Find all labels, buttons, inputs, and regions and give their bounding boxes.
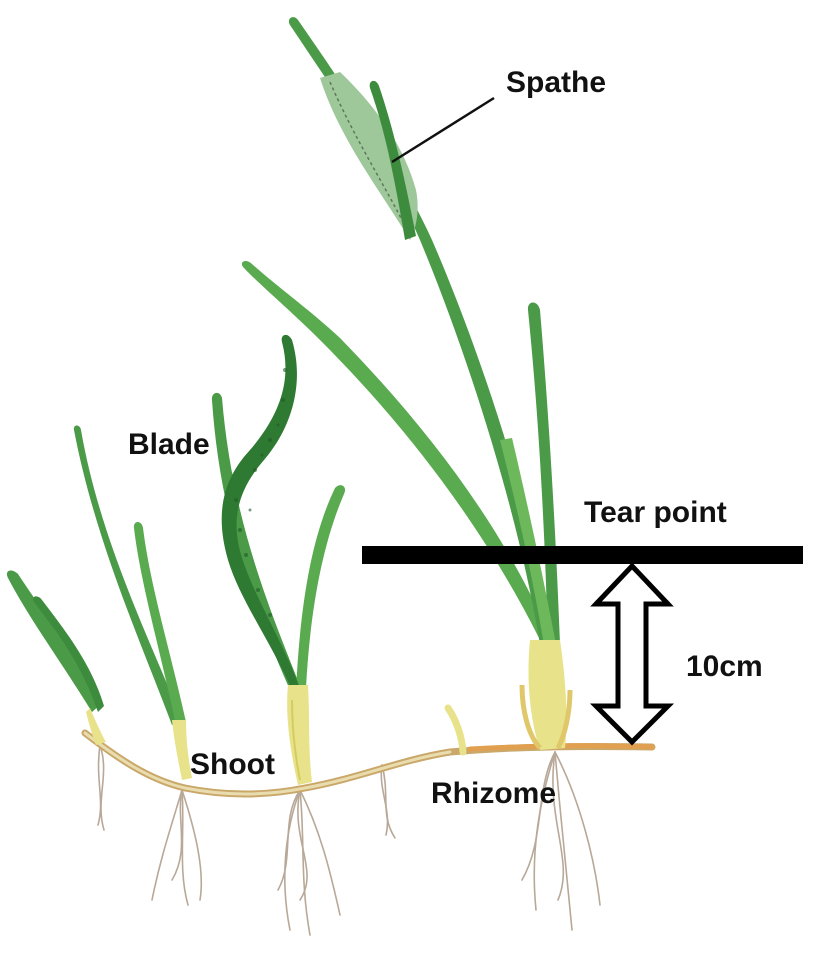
- label-spathe: Spathe: [506, 66, 607, 99]
- roots: [97, 744, 601, 936]
- label-blade: Blade: [128, 428, 210, 461]
- shoot-1: [6, 570, 106, 745]
- measurement-double-arrow: [589, 562, 675, 746]
- label-rhizome: Rhizome: [431, 777, 557, 810]
- rhizome: [81, 704, 656, 798]
- shoot-3: [211, 334, 346, 785]
- label-tear-point: Tear point: [584, 496, 727, 529]
- spathe-leader-line: [391, 96, 495, 164]
- label-measurement: 10cm: [686, 650, 763, 683]
- label-shoot: Shoot: [190, 748, 275, 781]
- shoot-2: [73, 425, 192, 780]
- tear-point-bar: [362, 546, 803, 564]
